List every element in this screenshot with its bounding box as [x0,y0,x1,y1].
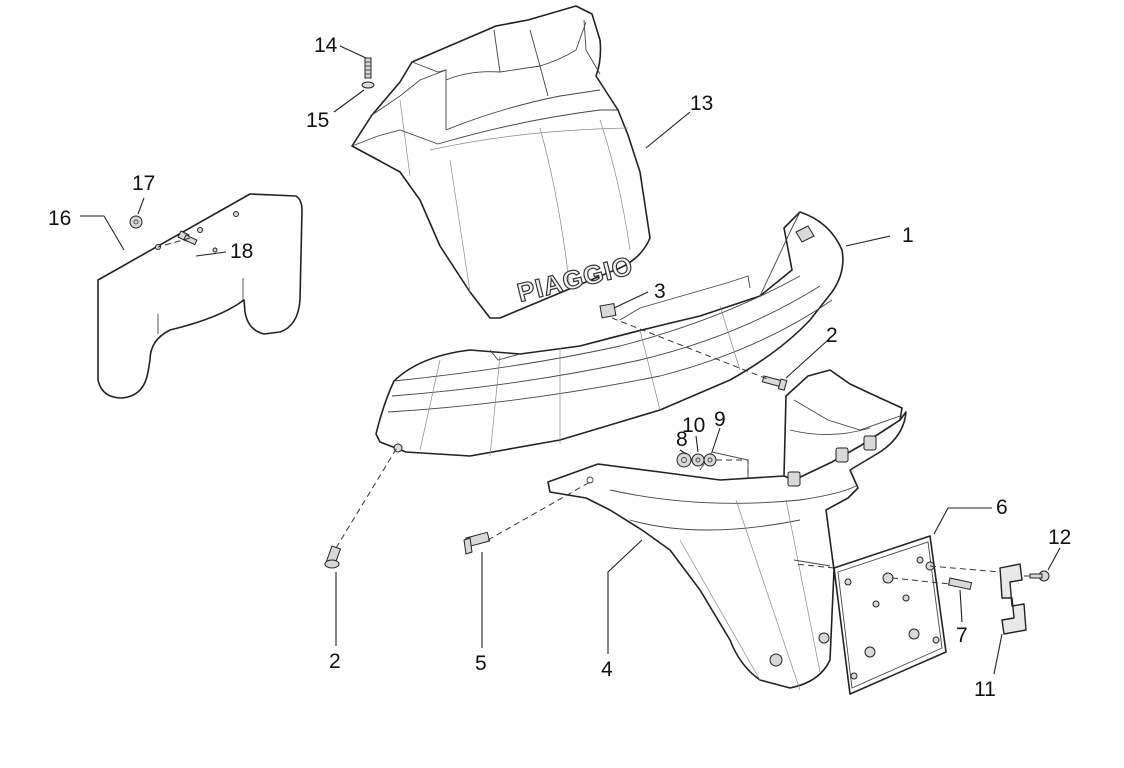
callout-2-lower: 2 [329,650,341,673]
callout-2-upper: 2 [826,324,838,347]
license-plate-holder-part [833,535,947,695]
rear-body-panel-part [375,211,844,457]
screw-2-upper [761,375,788,391]
callout-16: 16 [48,207,71,230]
washer-9 [703,453,717,467]
assembly-lines [157,237,1032,585]
callout-11: 11 [974,678,996,701]
washer-10 [691,453,705,467]
callout-7: 7 [956,624,968,647]
rear-mudguard-part [547,369,907,691]
callout-10: 10 [682,414,705,437]
washer-15 [361,81,375,89]
clip-nut-3 [599,302,617,319]
callout-17: 17 [132,172,155,195]
screw-2-lower [324,545,342,569]
screw-14 [364,57,372,79]
callout-1: 1 [902,224,914,247]
leader-lines [80,45,1061,675]
callout-13: 13 [690,92,713,115]
callout-numbers: 1 2 3 13 14 15 16 17 18 8 10 9 6 12 7 11… [48,34,1071,701]
callout-4: 4 [601,658,613,681]
callout-18: 18 [230,240,253,263]
screw-7 [947,577,973,591]
callout-8: 8 [676,428,688,451]
washer-17 [129,215,143,229]
splash-panel-part [97,193,303,399]
screw-5 [463,531,491,555]
callout-15: 15 [306,109,329,132]
screw-18 [177,230,198,246]
callout-9: 9 [714,408,726,431]
callout-12: 12 [1048,526,1071,549]
screw-12 [1029,570,1050,582]
nut-8 [676,452,692,468]
callout-3: 3 [654,280,666,303]
callout-6: 6 [996,496,1008,519]
bracket-11 [999,563,1027,635]
callout-5: 5 [475,652,487,675]
rear-handle-shield-part [351,5,651,319]
callout-14: 14 [314,34,338,57]
